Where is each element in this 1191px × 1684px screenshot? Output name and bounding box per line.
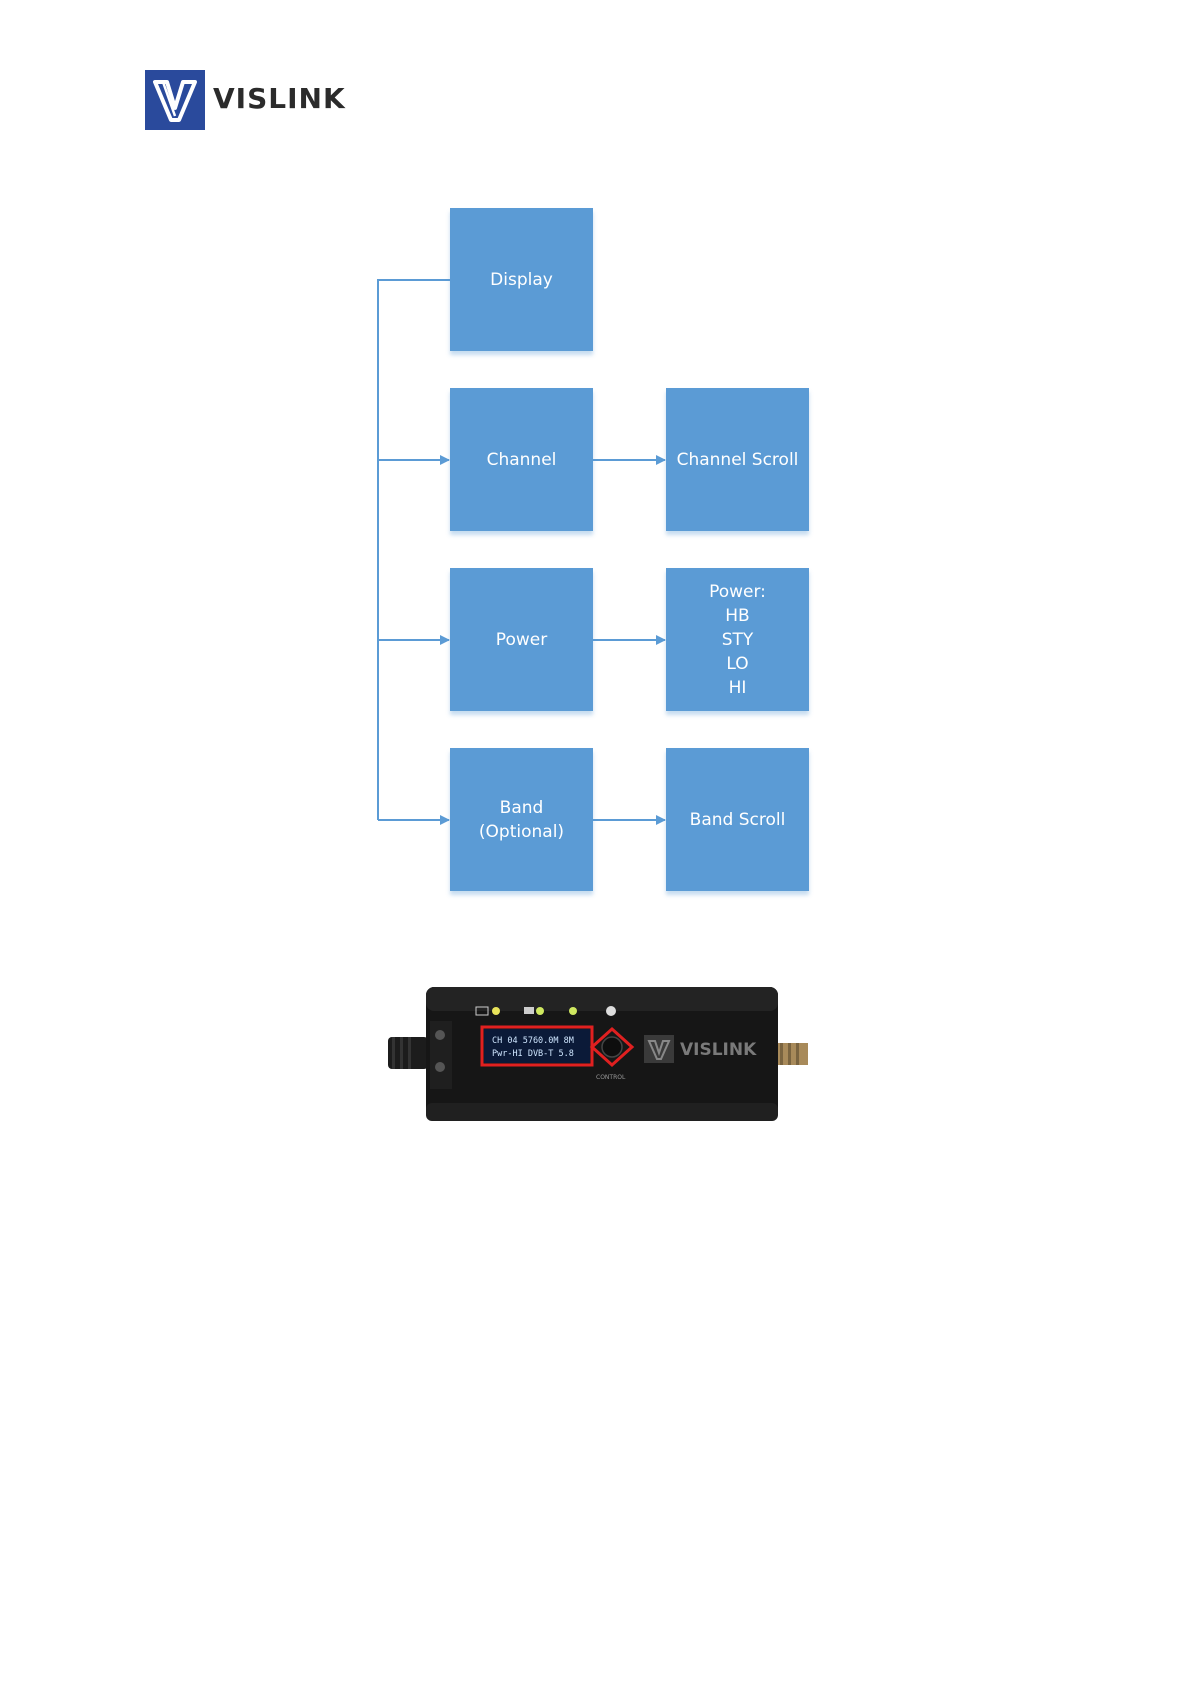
node-channel-scroll: Channel Scroll <box>666 388 809 531</box>
node-display: Display <box>450 208 593 351</box>
screw-icon <box>435 1062 445 1072</box>
edge-display-trunk <box>378 280 450 820</box>
led-indicator <box>606 1006 616 1016</box>
control-label: CONTROL <box>596 1074 626 1081</box>
node-channel: Channel <box>450 388 593 531</box>
node-band: Band (Optional) <box>450 748 593 891</box>
node-power: Power <box>450 568 593 711</box>
device-photo: CH 04 5760.0M 8M Pwr-HI DVB-T 5.8 CONTRO… <box>388 985 808 1125</box>
control-button <box>602 1037 622 1057</box>
led-status <box>536 1007 544 1015</box>
node-power-options: Power: HB STY LO HI <box>666 568 809 711</box>
oled-line-1: CH 04 5760.0M 8M <box>492 1036 574 1046</box>
node-band-scroll: Band Scroll <box>666 748 809 891</box>
led-link <box>569 1007 577 1015</box>
oled-line-2: Pwr-HI DVB-T 5.8 <box>492 1049 574 1059</box>
screw-icon <box>435 1030 445 1040</box>
led-power <box>492 1007 500 1015</box>
device-brand-label: VISLINK <box>680 1040 757 1060</box>
